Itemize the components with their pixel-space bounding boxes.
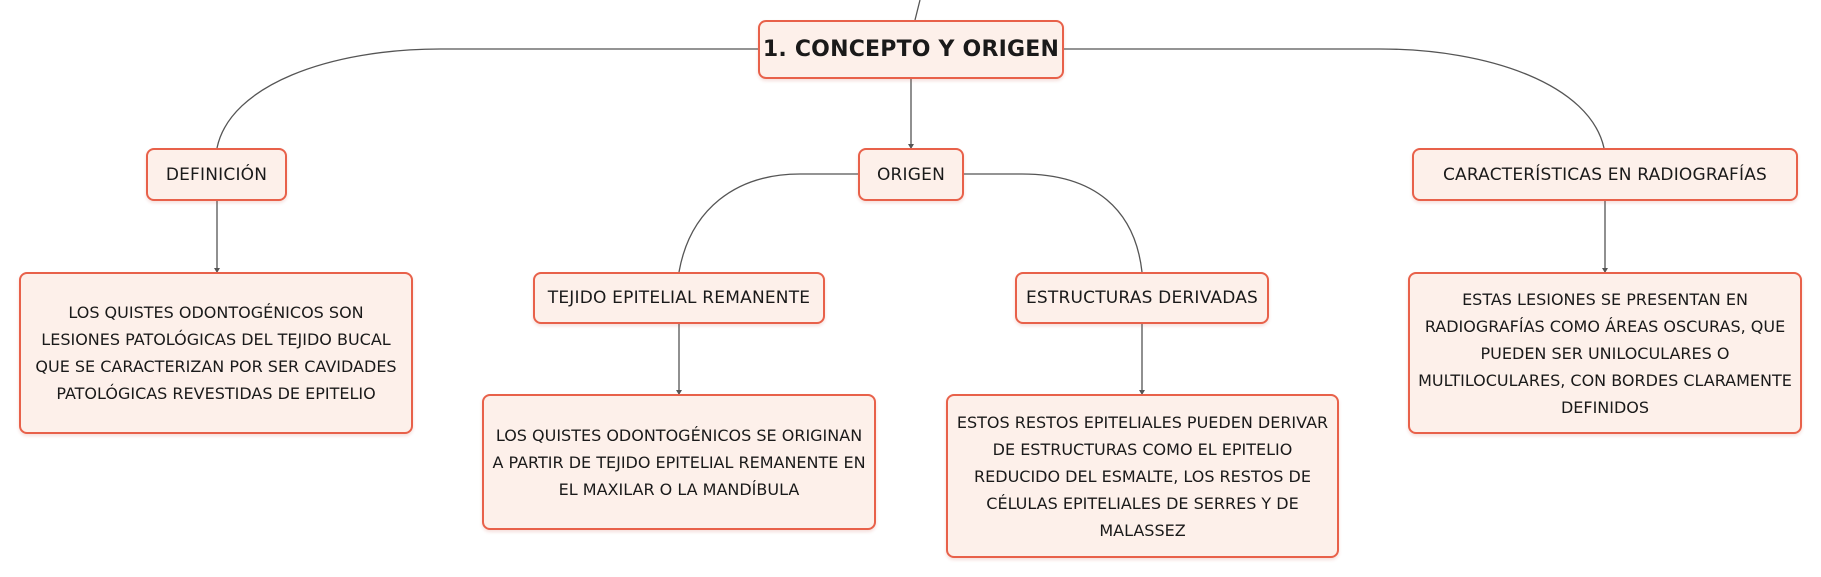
arrowhead-estructuras-detail <box>1139 390 1145 395</box>
detail-caracteristicas[interactable]: ESTAS LESIONES SE PRESENTAN EN RADIOGRAF… <box>1408 272 1802 434</box>
arrowhead-definicion-detail <box>214 268 220 273</box>
detail-tejido-epitelial-text: LOS QUISTES ODONTOGÉNICOS SE ORIGINAN A … <box>492 425 866 499</box>
topic-definicion[interactable]: DEFINICIÓN <box>146 148 287 201</box>
topic-tejido-epitelial-label: TEJIDO EPITELIAL REMANENTE <box>547 288 811 308</box>
connector-incoming <box>914 0 921 21</box>
arrowhead-origen <box>908 144 914 149</box>
detail-estructuras-derivadas-text: ESTOS RESTOS EPITELIALES PUEDEN DERIVAR … <box>956 412 1329 540</box>
connector-origen-tejido <box>678 173 858 273</box>
arrowhead-tejido-detail <box>676 390 682 395</box>
topic-estructuras-derivadas-label: ESTRUCTURAS DERIVADAS <box>1025 288 1259 308</box>
connector-root-caracteristicas <box>1064 48 1605 149</box>
arrowhead-caracteristicas-detail <box>1602 268 1608 273</box>
topic-definicion-label: DEFINICIÓN <box>165 164 268 185</box>
topic-caracteristicas[interactable]: CARACTERÍSTICAS EN RADIOGRAFÍAS <box>1412 148 1798 201</box>
detail-definicion[interactable]: LOS QUISTES ODONTOGÉNICOS SON LESIONES P… <box>19 272 413 434</box>
topic-origen[interactable]: ORIGEN <box>858 148 964 201</box>
connector-origen-estructuras <box>964 173 1143 273</box>
connector-root-definicion <box>216 48 758 149</box>
root-topic[interactable]: 1. CONCEPTO Y ORIGEN <box>758 20 1064 79</box>
detail-estructuras-derivadas[interactable]: ESTOS RESTOS EPITELIALES PUEDEN DERIVAR … <box>946 394 1339 558</box>
root-topic-label: 1. CONCEPTO Y ORIGEN <box>762 37 1060 62</box>
topic-origen-label: ORIGEN <box>876 164 946 185</box>
topic-estructuras-derivadas[interactable]: ESTRUCTURAS DERIVADAS <box>1015 272 1269 324</box>
detail-definicion-text: LOS QUISTES ODONTOGÉNICOS SON LESIONES P… <box>35 303 397 403</box>
detail-caracteristicas-text: ESTAS LESIONES SE PRESENTAN EN RADIOGRAF… <box>1418 289 1792 417</box>
detail-tejido-epitelial[interactable]: LOS QUISTES ODONTOGÉNICOS SE ORIGINAN A … <box>482 394 876 530</box>
topic-caracteristicas-label: CARACTERÍSTICAS EN RADIOGRAFÍAS <box>1442 164 1768 185</box>
topic-tejido-epitelial[interactable]: TEJIDO EPITELIAL REMANENTE <box>533 272 825 324</box>
